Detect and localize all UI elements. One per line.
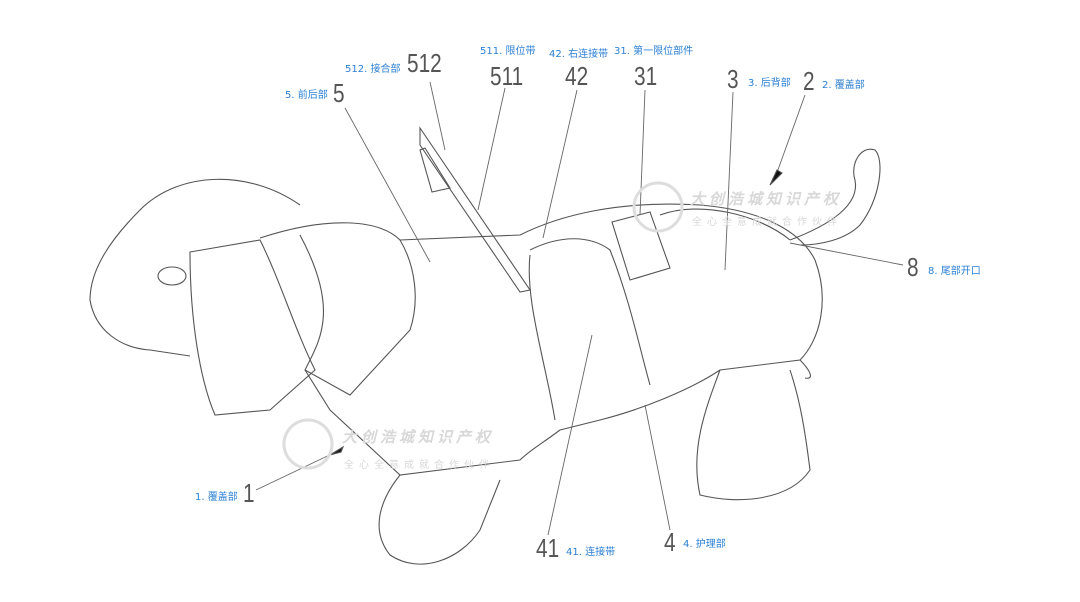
watermark-line2: 全心全意成就合作伙伴 <box>692 217 842 228</box>
dog-ear <box>189 239 316 416</box>
arrow-1 <box>329 445 345 456</box>
ref-31: 31 <box>634 61 658 91</box>
label-31: 31. 第一限位部件 <box>614 46 694 57</box>
collar <box>259 222 416 396</box>
ref-4: 4 <box>664 527 676 557</box>
ref-3: 3 <box>727 64 739 94</box>
label-41: 41. 连接带 <box>566 547 616 558</box>
front-leg <box>378 474 501 565</box>
label-8: 8. 尾部开口 <box>928 266 981 277</box>
watermark-line2: 全心全意成就合作伙伴 <box>344 460 494 471</box>
watermark-logo <box>632 181 684 233</box>
label-511: 511. 限位带 <box>480 46 536 57</box>
label-4: 4. 护理部 <box>683 539 726 550</box>
label-512: 512. 接合部 <box>345 64 401 75</box>
label-5: 5. 前后部 <box>285 90 328 101</box>
dog-eye <box>157 266 187 286</box>
label-3: 3. 后背部 <box>748 78 791 89</box>
joint-part <box>419 147 451 193</box>
dog-head <box>89 178 301 357</box>
label-2: 2. 覆盖部 <box>822 80 865 91</box>
ref-42: 42 <box>565 61 589 91</box>
arrow-2 <box>769 169 783 186</box>
ref-8: 8 <box>907 252 919 282</box>
rear-leg <box>696 369 811 501</box>
watermark-line1: 大创浩城知识产权 <box>690 190 843 208</box>
limit-strap <box>419 126 531 293</box>
ref-511: 511 <box>490 61 524 91</box>
back-line <box>659 208 791 241</box>
rear-leg-2 <box>799 359 811 379</box>
ref-41: 41 <box>536 533 560 563</box>
right-connecting-band <box>529 238 651 386</box>
ref-1: 1 <box>243 478 255 508</box>
garment-body <box>304 203 823 476</box>
first-limit-part <box>611 211 671 281</box>
label-42: 42. 右连接带 <box>549 49 609 60</box>
ref-2: 2 <box>803 66 815 96</box>
watermark-line1: 大创浩城知识产权 <box>342 428 495 446</box>
label-1: 1. 覆盖部 <box>195 492 238 503</box>
leader-lines <box>255 81 904 536</box>
tail <box>789 148 881 246</box>
ref-5: 5 <box>333 78 345 108</box>
watermark-logo <box>282 418 334 470</box>
connecting-band-41 <box>528 254 556 421</box>
ref-512: 512 <box>407 48 442 78</box>
